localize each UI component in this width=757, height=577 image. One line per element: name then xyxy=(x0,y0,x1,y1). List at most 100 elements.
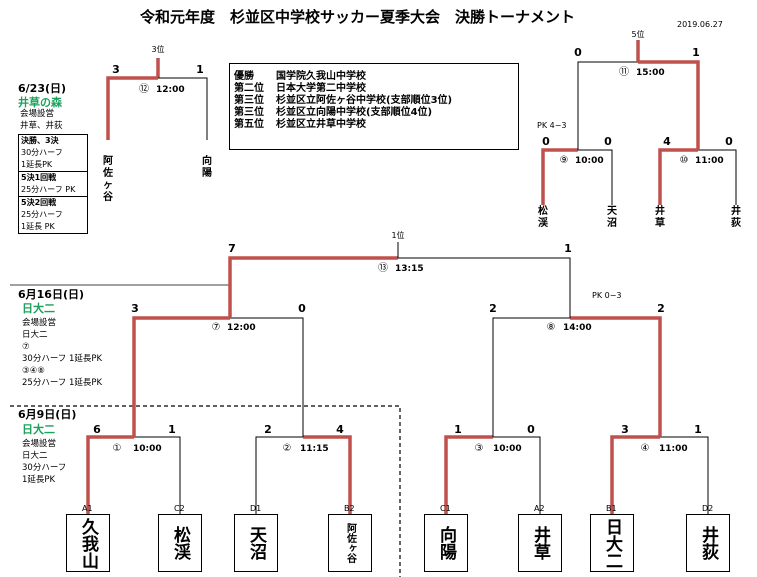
match-time-m12: 12:00 xyxy=(156,85,185,95)
svg-text:荻: 荻 xyxy=(731,216,741,229)
result-row: 第三位杉並区立向陽中学校(支部順位4位) xyxy=(234,107,433,118)
match-line-m1-loser xyxy=(134,436,181,514)
match-number-m13: ⑬ xyxy=(378,262,388,274)
seed-label: C2 xyxy=(174,504,185,513)
pk-note-m8: PK 0−3 xyxy=(592,291,622,300)
svg-text:天: 天 xyxy=(607,205,618,217)
svg-text:谷: 谷 xyxy=(103,190,114,203)
score-m3-left: 1 xyxy=(454,423,462,436)
session-info-623: 会場設営 井草、井荻 xyxy=(20,109,63,131)
team-box: 向陽 xyxy=(424,514,468,572)
match-line-m8-winner xyxy=(570,316,662,437)
match-number-m1: ① xyxy=(113,443,122,454)
svg-text:井: 井 xyxy=(655,204,665,217)
team-box: 久我山 xyxy=(66,514,110,572)
place-label-m12: 3位 xyxy=(151,44,164,54)
score-m3-right: 0 xyxy=(527,423,535,436)
page-title: 令和元年度 杉並区中学校サッカー夏季大会 決勝トーナメント xyxy=(140,8,576,26)
svg-text:渓: 渓 xyxy=(538,216,549,229)
match-number-m4: ④ xyxy=(641,443,650,454)
match-time-m13: 13:15 xyxy=(395,264,424,274)
match-time-m1: 10:00 xyxy=(133,444,162,454)
match-time-m9: 10:00 xyxy=(575,156,604,166)
score-m9-left: 0 xyxy=(542,135,550,148)
session-date-623: 6/23(日) xyxy=(18,82,67,95)
place-label-m11: 5位 xyxy=(631,29,644,39)
result-row: 優勝国学院久我山中学校 xyxy=(234,71,366,82)
svg-text:陽: 陽 xyxy=(202,167,212,179)
match-time-m3: 10:00 xyxy=(493,444,522,454)
svg-text:佐: 佐 xyxy=(102,166,113,179)
session-venue-616: 日大二 xyxy=(22,302,55,315)
score-m2-right: 4 xyxy=(336,423,344,436)
score-m11-right: 1 xyxy=(692,46,700,59)
seed-label: D2 xyxy=(702,504,714,513)
seed-label: A2 xyxy=(534,504,545,513)
match-line-m13-winner xyxy=(228,256,398,318)
svg-text:沼: 沼 xyxy=(607,216,617,229)
result-row: 第五位杉並区立井草中学校 xyxy=(234,119,366,130)
score-m8-right: 2 xyxy=(657,302,665,315)
match-number-m3: ③ xyxy=(475,443,484,454)
match-time-m10: 11:00 xyxy=(695,156,724,166)
session-venue-609: 日大二 xyxy=(22,423,55,436)
match-time-m4: 11:00 xyxy=(659,444,688,454)
match-line-m7-winner xyxy=(132,316,230,437)
seed-label: B2 xyxy=(344,504,355,513)
pk-note-m9: PK 4−3 xyxy=(537,121,567,130)
score-m2-left: 2 xyxy=(264,423,272,436)
svg-text:阿: 阿 xyxy=(103,155,113,167)
score-m9-right: 0 xyxy=(604,135,612,148)
match-number-m8: ⑧ xyxy=(547,322,556,333)
svg-text:ヶ: ヶ xyxy=(103,180,113,191)
score-m7-left: 3 xyxy=(131,302,139,315)
m9-team-left: 松渓 xyxy=(538,204,549,229)
score-m13-right: 1 xyxy=(564,242,572,255)
match-number-m2: ② xyxy=(283,443,292,454)
match-line-m10-loser xyxy=(698,149,737,205)
match-line-m4-loser xyxy=(660,436,709,514)
seed-label: C1 xyxy=(440,504,451,513)
match-time-m8: 14:00 xyxy=(563,323,592,333)
match-line-m10-winner xyxy=(658,148,698,205)
match-time-m7: 12:00 xyxy=(227,323,256,333)
match-time-m11: 15:00 xyxy=(636,68,665,78)
match-line-m11-loser xyxy=(577,61,638,150)
document-date: 2019.06.27 xyxy=(677,20,723,29)
svg-text:松: 松 xyxy=(538,204,548,217)
result-row: 第二位日本大学第二中学校 xyxy=(234,83,366,94)
team-box: 井荻 xyxy=(686,514,730,572)
score-m4-left: 3 xyxy=(621,423,629,436)
seed-label: B1 xyxy=(606,504,617,513)
score-m1-right: 1 xyxy=(168,423,176,436)
match-line-m1-winner xyxy=(86,435,134,514)
m10-team-right: 井荻 xyxy=(731,204,741,229)
result-row: 第三位杉並区立阿佐ヶ谷中学校(支部順位3位) xyxy=(234,95,453,106)
third-place-team-right: 向陽 xyxy=(202,154,212,179)
team-box: 井草 xyxy=(518,514,562,572)
match-line-m13-loser xyxy=(398,257,571,318)
svg-text:井: 井 xyxy=(731,204,741,217)
place-label-m13: 1位 xyxy=(391,230,404,240)
match-line-m9-loser xyxy=(578,149,613,205)
score-m8-left: 2 xyxy=(489,302,497,315)
team-box: 松渓 xyxy=(158,514,202,572)
third-place-team-left: 阿佐ヶ谷 xyxy=(102,155,114,203)
score-m4-right: 1 xyxy=(694,423,702,436)
m9-team-right: 天沼 xyxy=(607,205,618,229)
match-line-m11-winner xyxy=(638,60,700,150)
match-line-m12-winner xyxy=(106,76,158,140)
match-line-m7-loser xyxy=(230,317,304,437)
team-box: 日大二 xyxy=(590,514,634,572)
score-m13-left: 7 xyxy=(228,242,236,255)
score-m11-left: 0 xyxy=(574,46,582,59)
match-line-m3-loser xyxy=(493,436,541,514)
match-line-m3-winner xyxy=(444,435,493,514)
session-venue-623: 井草の森 xyxy=(18,96,62,109)
match-line-m4-winner xyxy=(610,435,660,514)
match-number-m7: ⑦ xyxy=(212,322,221,333)
match-line-m2-loser xyxy=(255,436,303,514)
match-line-m8-loser xyxy=(492,317,570,437)
m10-team-left: 井草 xyxy=(655,204,665,229)
